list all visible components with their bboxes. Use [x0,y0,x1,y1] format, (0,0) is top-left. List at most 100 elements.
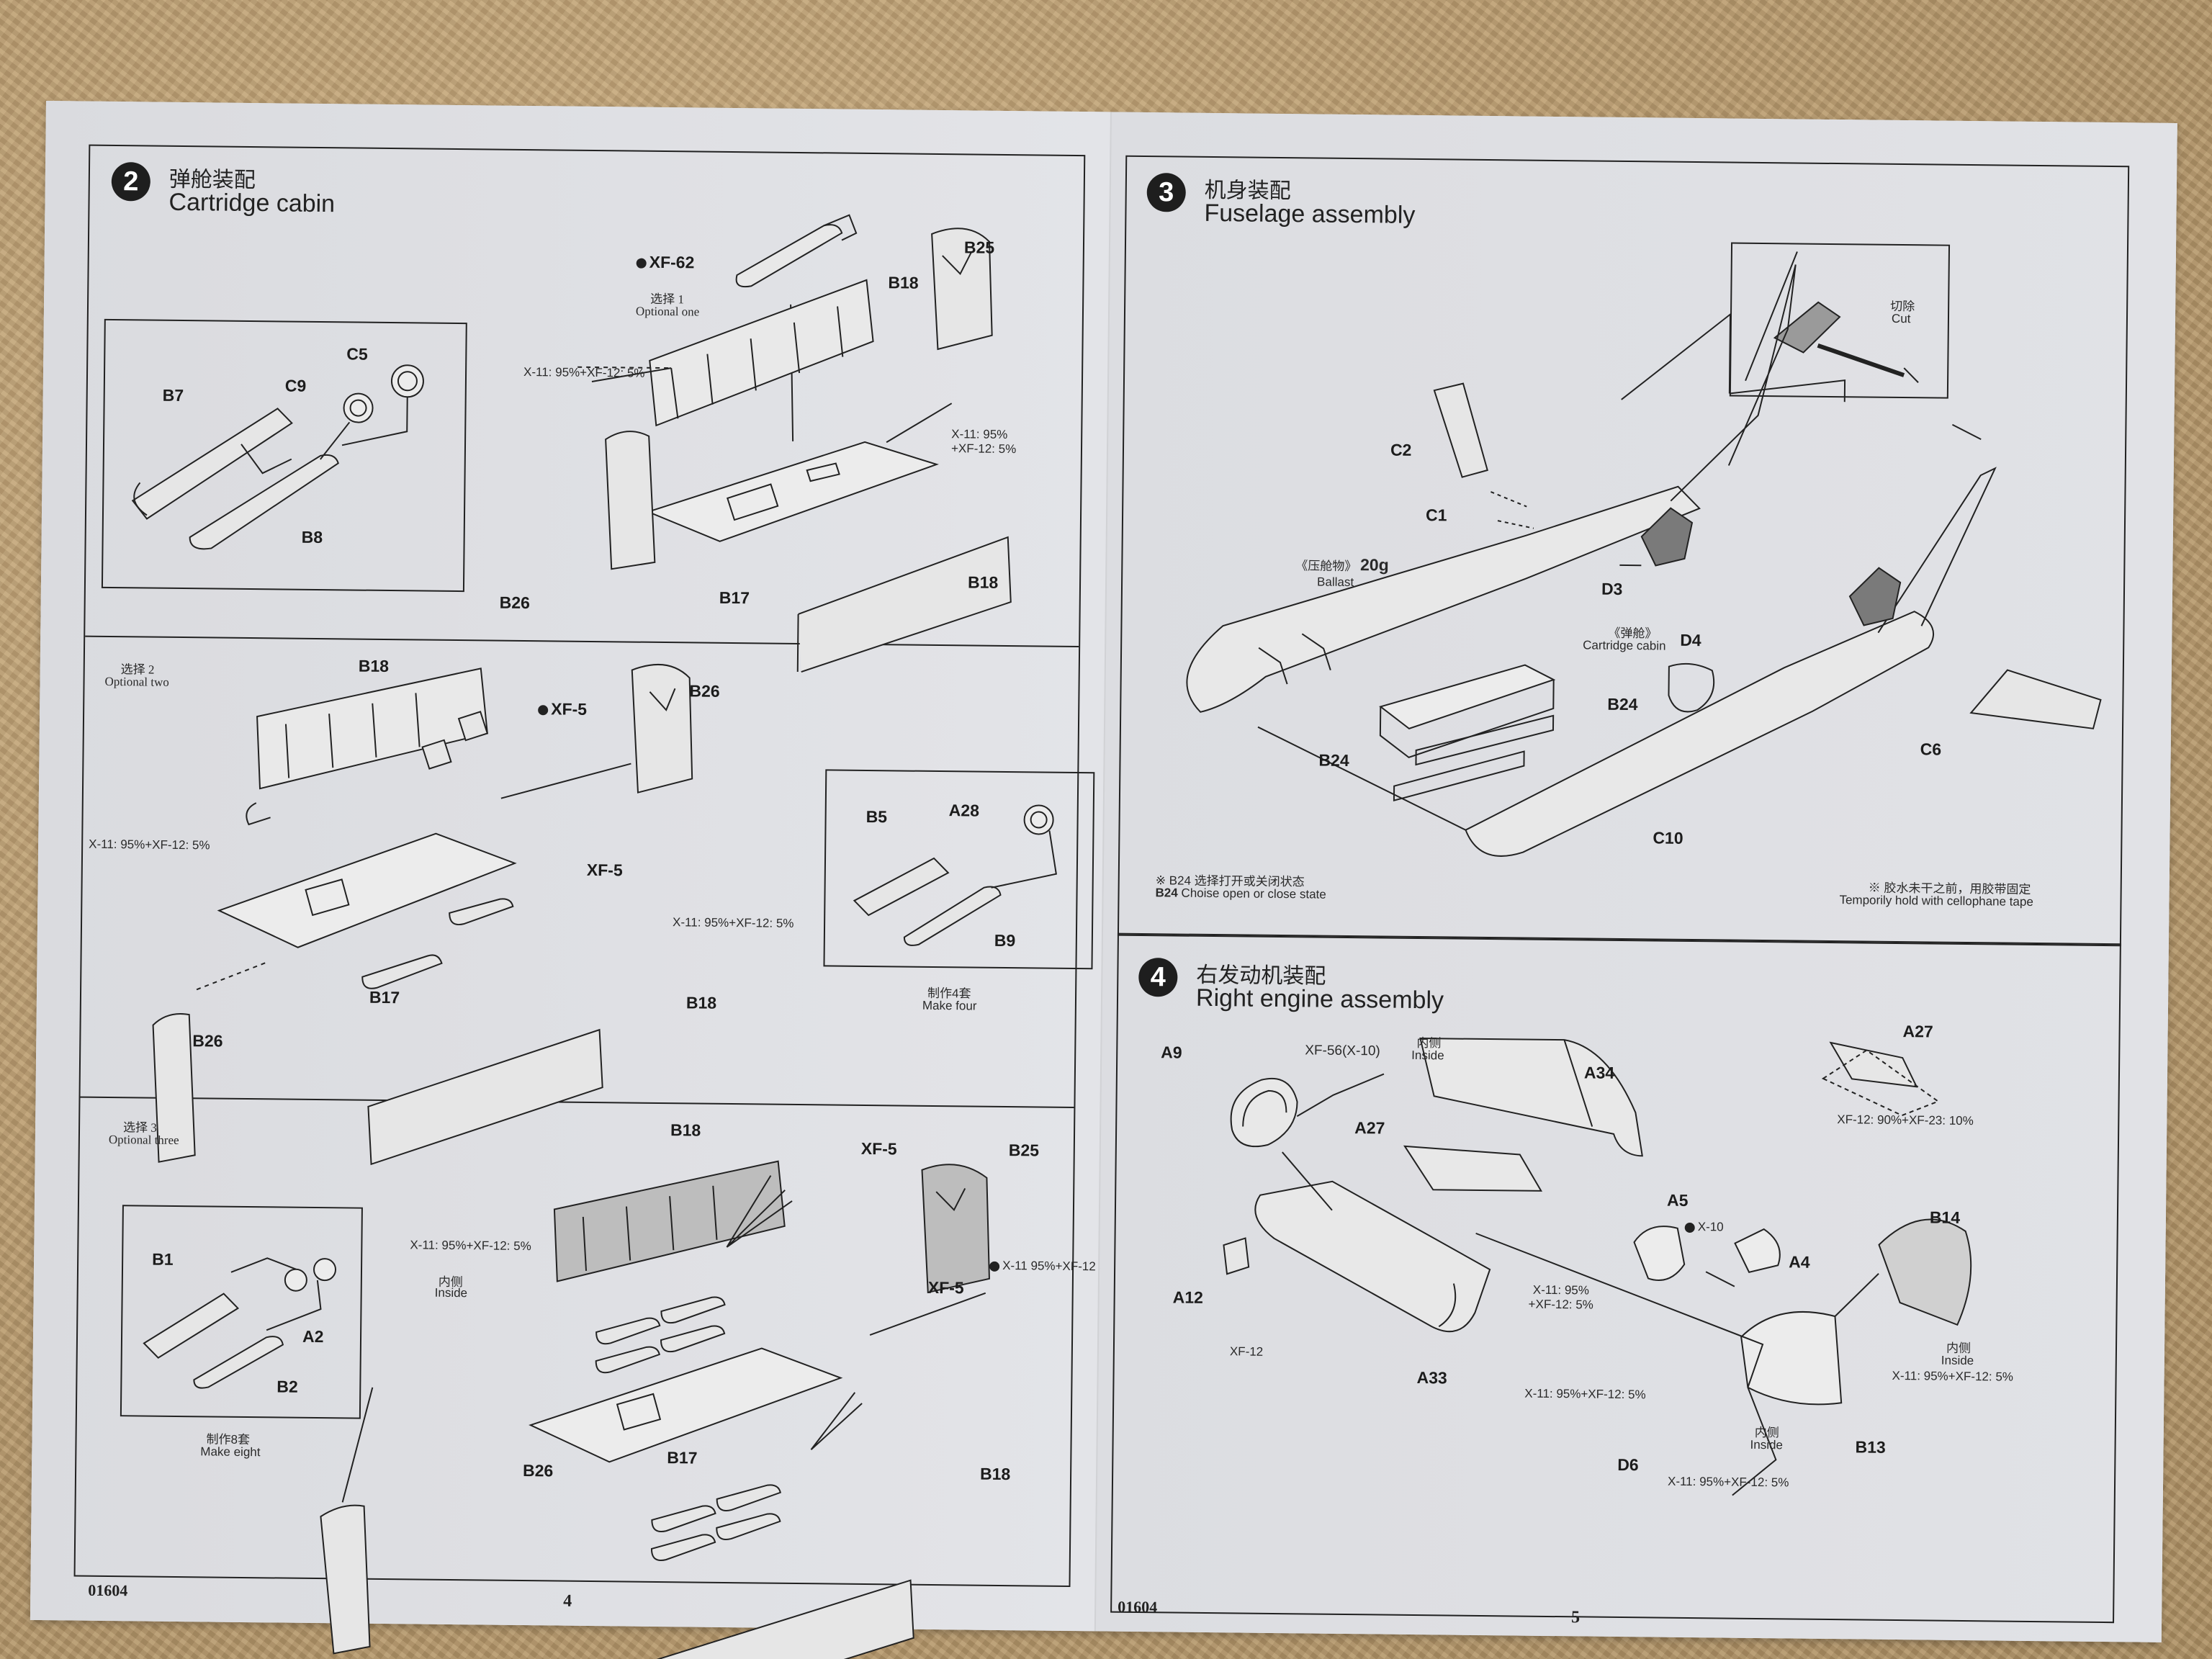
label-xf62: XF-62 [636,252,695,273]
note-b24-en: B24 Choise open or close state [1155,886,1326,902]
note-b24-en-text: Choise open or close state [1177,886,1326,902]
label-b17-opt3: B17 [667,1448,698,1467]
label-b18-opt3-top: B18 [670,1120,701,1140]
paint-drop-icon [1684,1222,1695,1233]
label-b1: B1 [152,1249,174,1269]
label-b18-opt3-bottom: B18 [979,1464,1011,1484]
label-b18-opt2-top: B18 [358,656,390,676]
ballast-cn-text: 《压舱物》 [1295,559,1357,574]
label-a34: A34 [1583,1063,1615,1082]
inside-en-a9: Inside [1411,1048,1444,1063]
x11-paint-2: +XF-12: 5% [1528,1297,1593,1312]
instruction-sheet: 2 弹舱装配 Cartridge cabin [30,101,2177,1659]
option1-caption-en: Optional one [635,304,700,319]
label-b26-opt3: B26 [522,1461,554,1480]
option3-inset-drawing [122,1206,361,1417]
a27-paint: XF-12: 90%+XF-23: 10% [1837,1112,1974,1128]
label-d3: D3 [1601,579,1623,598]
b14-paint: X-11: 95%+XF-12: 5% [1892,1368,2014,1384]
step-number-2: 2 [111,161,151,202]
label-a12: A12 [1172,1287,1204,1307]
paint-drop-icon [636,258,647,269]
option3-caption-en: Optional three [108,1132,179,1148]
option3-inside-en: Inside [434,1285,468,1300]
paint-drop-icon [538,705,549,716]
label-a28: A28 [948,801,980,820]
label-b25-opt3: B25 [1008,1141,1040,1160]
option3-assembly-drawing [464,1115,1117,1659]
option2-assembly-drawing [124,650,776,1089]
x11-paint-1: X-11: 95% [1532,1282,1590,1298]
option1-paint-b2: +XF-12: 5% [950,441,1017,457]
label-d6: D6 [1617,1455,1639,1475]
product-code-right: 01604 [1118,1597,1158,1617]
label-b2: B2 [276,1377,298,1396]
option1-paint-b1: X-11: 95% [951,427,1008,442]
engine-drawing [1112,935,2120,1622]
fuselage-drawing [1119,157,2128,945]
option3-inset-box: B1 A2 B2 [120,1205,363,1419]
inside-en-b14: Inside [1941,1353,1974,1368]
option1-paint-a: X-11: 95%+XF-12: 5% [523,364,645,380]
step-2-title-en: Cartridge cabin [168,188,336,218]
option-divider-2 [80,1096,1074,1109]
option2-make-en: Make four [922,998,977,1013]
step-4-panel: 4 右发动机装配 Right engine assembly [1110,932,2121,1624]
xf12-note: XF-12 [1229,1344,1264,1359]
label-xf62-text: XF-62 [649,252,695,272]
label-b7: B7 [162,385,184,405]
x10-text: X-10 [1697,1220,1724,1234]
label-xf5-opt3-b: XF-5 [927,1277,964,1298]
label-c10: C10 [1653,828,1683,848]
label-xf5-opt2-a-text: XF-5 [551,699,588,719]
xf56-text: XF-56(X-10) [1305,1043,1380,1059]
option2-paint-a: X-11: 95%+XF-12: 5% [89,837,210,853]
label-c2: C2 [1390,440,1412,459]
option2-paint-b: X-11: 95%+XF-12: 5% [673,915,794,930]
page-number-left: 4 [563,1591,572,1611]
note-tape-en: Temporily hold with cellophane tape [1839,893,2033,909]
label-b26-opt2-bottom: B26 [192,1031,223,1051]
right-page: 3 机身装配 Fuselage assembly 切除 Cut [1095,112,2177,1642]
ballast-cn: 《压舱物》 20g [1295,554,1389,575]
label-b18-opt1-top: B18 [888,273,919,292]
label-a27-detail: A27 [1902,1022,1933,1041]
label-a4: A4 [1789,1252,1810,1272]
label-a27-main: A27 [1354,1118,1385,1138]
label-b26-opt2-top: B26 [689,681,720,701]
left-page: 2 弹舱装配 Cartridge cabin [30,101,1117,1659]
label-b5: B5 [866,806,888,827]
label-xf5-opt3-a: XF-5 [860,1138,897,1159]
inside-en-b13: Inside [1750,1437,1784,1452]
step-3-panel: 3 机身装配 Fuselage assembly 切除 Cut [1117,155,2130,947]
paint-drop-icon [989,1261,1000,1272]
label-b26-opt1: B26 [499,593,531,613]
label-b18-opt1-bottom: B18 [967,572,999,592]
option1-inset-drawing [103,320,466,590]
label-b17-opt2: B17 [369,987,400,1007]
option1-assembly-drawing [431,150,1084,631]
option-divider-1 [85,635,1079,648]
bottom-paint-2: X-11: 95%+XF-12: 5% [1667,1474,1789,1490]
bottom-paint-1: X-11: 95%+XF-12: 5% [1524,1386,1646,1402]
label-b17-opt1: B17 [719,588,750,608]
label-c1: C1 [1425,505,1447,525]
label-b9: B9 [994,930,1016,950]
label-b25-opt1: B25 [963,238,995,257]
label-b8: B8 [301,527,323,547]
option2-inset-drawing [824,770,1093,968]
label-a2: A2 [302,1326,324,1346]
page-number-right: 5 [1570,1608,1581,1627]
x10-note: X-10 [1684,1220,1724,1235]
label-a33: A33 [1416,1368,1447,1388]
cut-detail-drawing [1731,244,1948,397]
label-c5: C5 [346,344,368,364]
xf56-note: XF-56(X-10) [1305,1043,1380,1059]
product-code-left: 01604 [88,1581,128,1600]
cut-detail-box: 切除 Cut [1729,242,1951,399]
step-2-panel: 2 弹舱装配 Cartridge cabin [73,144,1117,1659]
option3-make-en: Make eight [200,1444,261,1460]
label-b24-bottom: B24 [1318,750,1349,770]
cabin-en: Cartridge cabin [1583,638,1666,653]
label-b24-top: B24 [1607,694,1638,714]
